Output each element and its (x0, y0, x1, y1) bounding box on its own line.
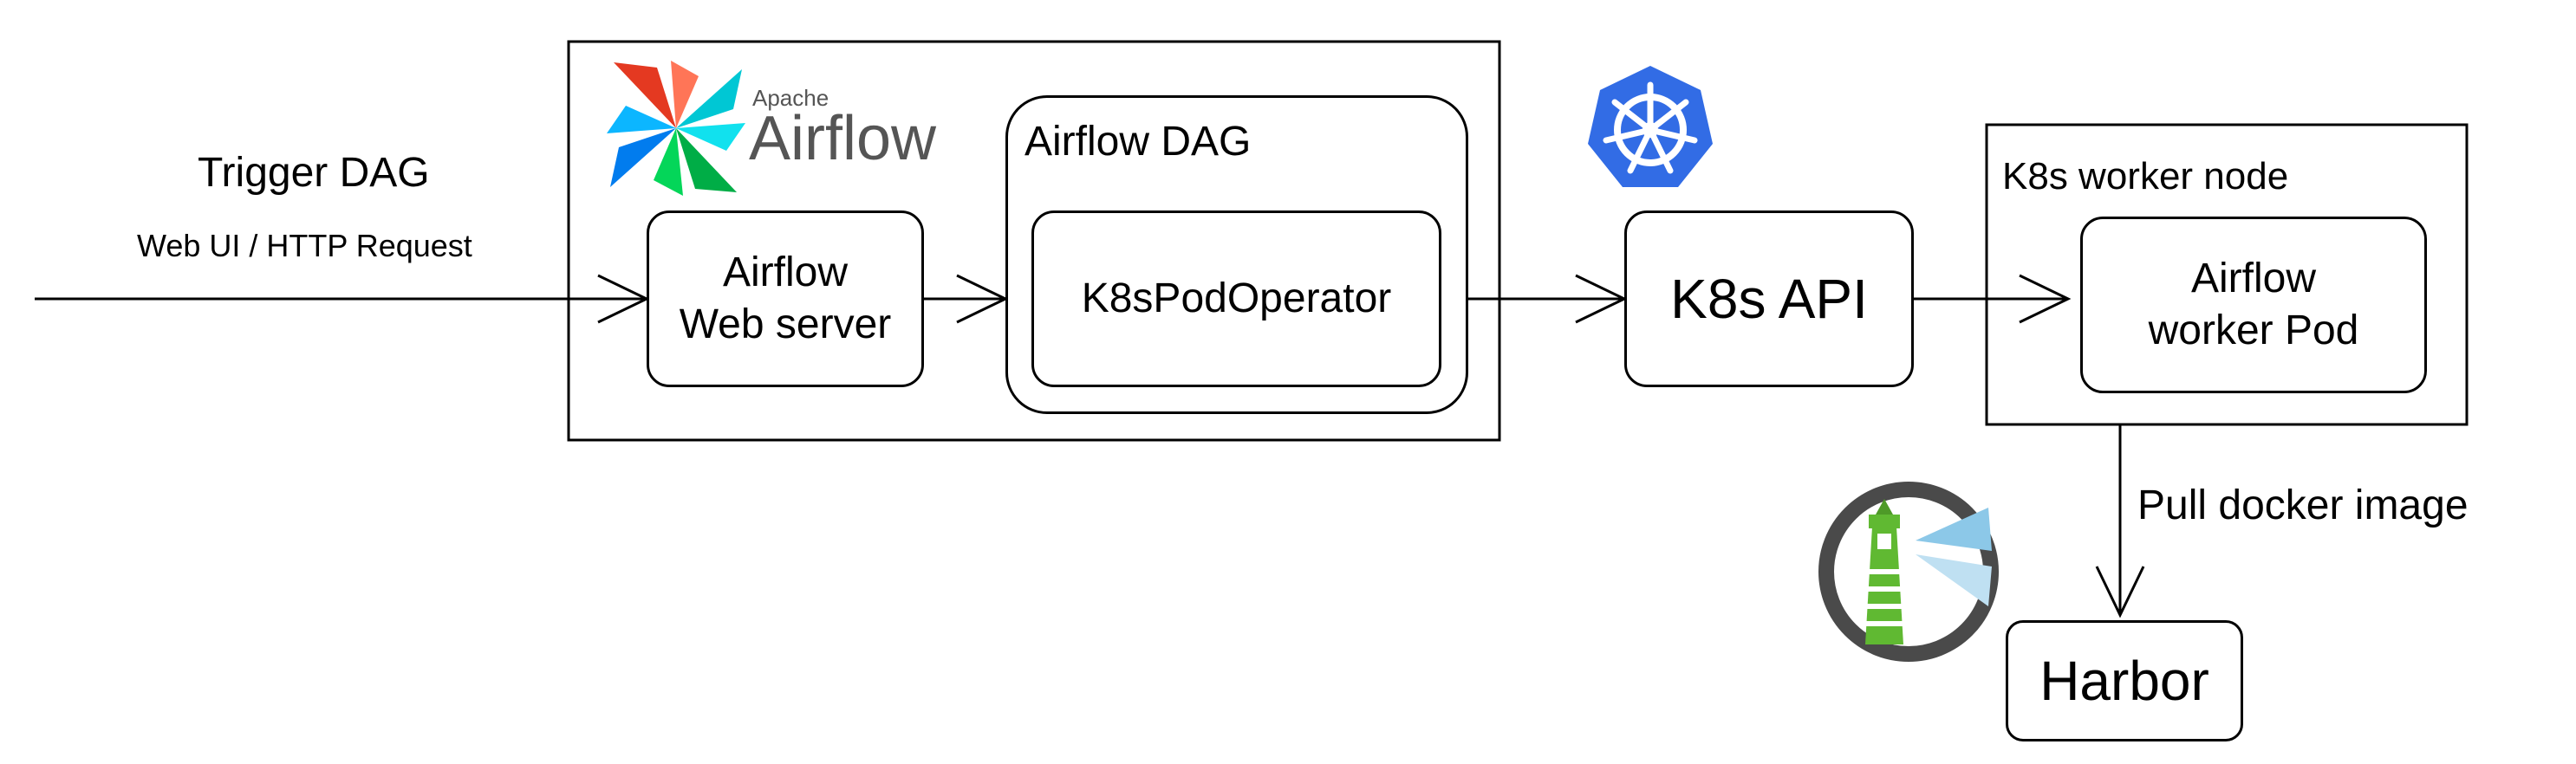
k8s-worker-node-container (1985, 123, 2469, 426)
arrow-operator-to-k8sapi (1441, 274, 1628, 324)
k8s-pod-operator-box[interactable]: K8sPodOperator (1031, 210, 1441, 387)
airflow-web-server-box[interactable]: Airflow Web server (647, 210, 924, 387)
airflow-dag-title: Airflow DAG (1025, 119, 1252, 165)
arrow-workernode-to-harbor (2095, 424, 2145, 618)
kubernetes-helm-icon (1588, 66, 1713, 187)
k8s-worker-node-title: K8s worker node (2002, 155, 2289, 197)
k8s-api-box[interactable]: K8s API (1624, 210, 1914, 387)
airflow-logo-small-text: Apache (752, 85, 829, 111)
pull-docker-image-label: Pull docker image (2137, 482, 2469, 528)
trigger-title: Trigger DAG (198, 150, 430, 196)
airflow-logo-text: Airflow (749, 104, 937, 173)
trigger-subtitle: Web UI / HTTP Request (137, 228, 472, 263)
harbor-box[interactable]: Harbor (2006, 620, 2243, 741)
operator-label: K8sPodOperator (1081, 275, 1392, 321)
airflow-worker-pod-box[interactable]: Airflow worker Pod (2080, 217, 2427, 393)
web-server-line2: Web server (679, 301, 892, 347)
worker-pod-line2: worker Pod (2148, 308, 2359, 353)
arrow-k8sapi-to-workerpod (1914, 274, 2072, 324)
airflow-container (567, 40, 1501, 442)
web-server-line1: Airflow (722, 249, 849, 295)
arrow-trigger-to-webserver (35, 274, 650, 324)
k8s-api-label: K8s API (1670, 268, 1868, 330)
arrow-webserver-to-dag (924, 274, 1009, 324)
harbor-lighthouse-icon (1818, 482, 1999, 662)
airflow-pinwheel-icon (607, 61, 745, 196)
worker-pod-line1: Airflow (2190, 256, 2317, 301)
harbor-label: Harbor (2039, 650, 2209, 712)
